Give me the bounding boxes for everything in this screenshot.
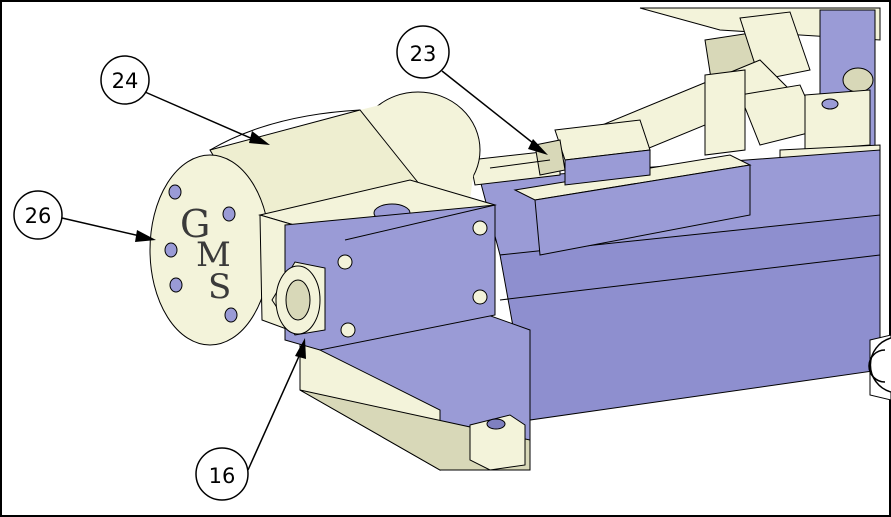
callout-26: 26	[13, 190, 156, 242]
callout-label: 24	[112, 69, 139, 93]
svg-text:M: M	[196, 235, 231, 275]
piston-rod-nut	[469, 139, 566, 186]
leader-line	[144, 91, 256, 141]
engine-base	[299, 119, 891, 471]
callout-bubble	[195, 447, 249, 501]
bolt-hole	[168, 184, 182, 200]
callout-16: 16	[195, 338, 306, 501]
callout-bubble	[13, 190, 63, 240]
svg-text:S: S	[208, 267, 231, 307]
callout-23: 23	[396, 25, 548, 155]
leader-line	[61, 217, 141, 237]
callout-partial	[868, 337, 891, 393]
bolt-hole	[224, 307, 238, 323]
bolt-hole	[222, 206, 236, 222]
gms-logo: G M S	[180, 202, 231, 307]
bolt-hole	[169, 277, 183, 293]
leader-arrow	[135, 230, 156, 242]
callout-24: 24	[100, 55, 270, 145]
leader-arrow	[528, 139, 548, 155]
callout-label: 26	[25, 204, 52, 228]
leader-arrow	[295, 338, 306, 359]
bolt-hole	[164, 242, 178, 258]
callout-bubble	[100, 55, 150, 105]
callout-label: 23	[410, 42, 437, 66]
leader-line	[441, 70, 539, 148]
leader-line	[247, 353, 301, 471]
svg-text:G: G	[180, 202, 210, 246]
leader-arrow	[249, 131, 270, 145]
callout-label: 16	[209, 464, 236, 488]
callout-bubble	[396, 25, 450, 79]
steam-chest	[258, 179, 497, 351]
